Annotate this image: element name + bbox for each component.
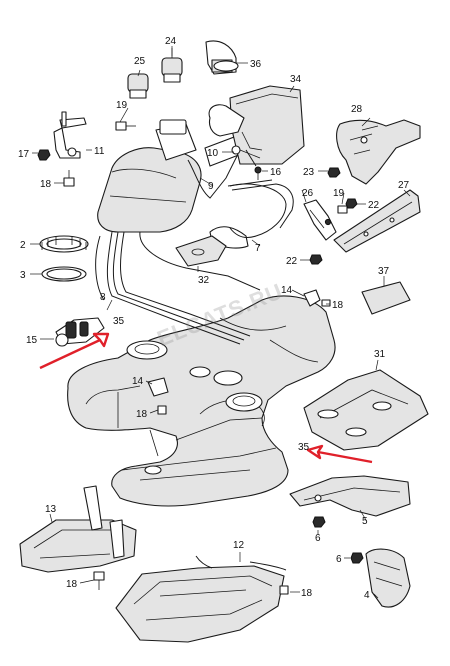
part-5-heat-shield [289,475,411,517]
fuel-lines [95,149,294,345]
part-3-seal-ring [41,266,87,282]
callout-18-top-left: 18 [40,179,52,190]
callout-14-left: 14 [132,376,144,387]
callout-26: 26 [302,188,314,199]
callout-22-upper: 22 [368,200,380,211]
highlight-arrows [39,332,373,464]
part-12-protection-plate [115,555,287,643]
callout-18-lower-left: 18 [66,579,78,590]
red-arrow-right [306,444,373,464]
part-6-nut-upper [312,516,326,528]
callout-18-bottom: 18 [301,588,313,599]
callout-25: 25 [134,56,146,67]
part-19-bolt [115,121,136,131]
callout-5: 5 [362,516,368,527]
callout-34: 34 [290,74,302,85]
part-14-bracket-left [147,377,169,397]
part-37-label [361,281,411,315]
callout-16: 16 [270,167,282,178]
part-27-trim-strip [333,189,421,253]
callout-11: 11 [94,146,105,157]
callout-19-left: 19 [116,100,128,111]
part-18-bolt-lower-left [93,571,105,590]
callout-18-left: 18 [136,409,148,420]
callout-23: 23 [303,167,315,178]
callout-9: 9 [208,181,214,192]
part-36-bracket [205,40,239,75]
part-32-bracket [175,235,227,267]
callout-32: 32 [198,275,210,286]
callout-36: 36 [250,59,262,70]
callout-17: 17 [18,149,30,160]
callout-2: 2 [20,240,26,251]
part-6-nut-lower [350,552,364,564]
part-22-nut-lower [309,254,323,265]
part-14-bracket-right [303,289,321,307]
part-18-bolt-left [157,405,167,415]
part-34-canister [208,85,305,167]
part-26-bracket [303,199,337,241]
part-18-bolt-right [321,299,331,307]
part-22-nut-upper [345,198,358,209]
callout-10: 10 [207,148,219,159]
callout-35-upper: 35 [113,316,125,327]
callout-7: 7 [255,243,261,254]
callout-22-lower: 22 [286,256,298,267]
part-13-protection-plate [19,485,137,573]
part-28-heat-shield [336,119,421,185]
part-31-heat-shield [303,369,429,451]
part-23-nut [327,167,341,178]
part-16-screw [254,166,262,180]
callout-19-right: 19 [333,188,345,199]
callout-12: 12 [233,540,245,551]
callout-37: 37 [378,266,390,277]
part-18-bolt-top [63,170,75,187]
callout-27: 27 [398,180,410,191]
callout-14-right: 14 [281,285,293,296]
part-24-cap [161,48,183,83]
part-2-locking-ring [39,235,89,253]
callout-28: 28 [351,104,363,115]
callout-18-right: 18 [332,300,344,311]
callout-labels: 2 3 15 17 11 18 19 25 24 36 34 10 16 9 8… [18,36,410,601]
leader-lines [30,46,411,599]
callout-31: 31 [374,349,386,360]
part-7-hose [229,183,287,239]
part-18-bolt-bottom [279,585,289,595]
callout-3: 3 [20,270,26,281]
part-15-sender [55,317,105,347]
callout-24: 24 [165,36,177,47]
part-25-cap [127,73,149,99]
callout-6-lower: 6 [336,554,342,565]
callout-4: 4 [364,590,370,601]
part-11-bracket [53,111,87,159]
callout-35-lower: 35 [298,442,310,453]
callout-13: 13 [45,504,57,515]
callout-15: 15 [26,335,38,346]
callout-8: 8 [100,292,106,303]
part-19-bolt-right [337,205,348,214]
part-17-nut [37,149,51,161]
part-4-heat-shield [365,548,411,608]
red-arrow-left [39,332,110,370]
fuel-tank [67,295,336,507]
callout-6-upper: 6 [315,533,321,544]
